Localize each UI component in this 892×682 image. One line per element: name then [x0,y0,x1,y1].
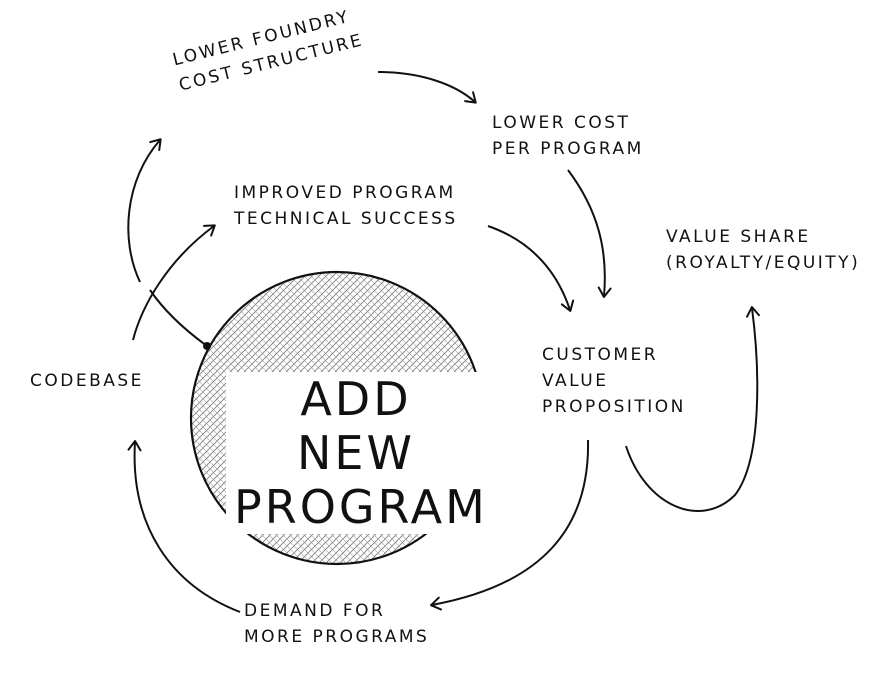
node-improved-line2: TECHNICAL SUCCESS [234,209,458,229]
arrow-improved-to-customer [487,225,575,312]
node-customer-value-line3: PROPOSITION [542,397,686,417]
node-customer-value-line2: VALUE [542,371,609,391]
arrow-customer-to-value-share [625,306,760,512]
node-codebase: CODEBASE [30,368,144,394]
node-value-share-line2: (ROYALTY/EQUITY) [666,253,861,273]
node-improved: IMPROVED PROGRAM TECHNICAL SUCCESS [234,180,458,232]
node-lower-cost-line2: PER PROGRAM [492,139,644,159]
node-value-share: VALUE SHARE (ROYALTY/EQUITY) [666,224,860,276]
center-title-line2: PROGRAM [226,480,496,534]
arrow-to-foundry [127,138,162,283]
node-customer-value: CUSTOMER VALUE PROPOSITION [542,342,686,420]
arrow-foundry-to-cost [377,71,477,104]
node-codebase-line1: CODEBASE [30,371,144,391]
center-title: ADD NEW PROGRAM [226,372,496,534]
node-value-share-line1: VALUE SHARE [666,227,811,247]
center-title-line1: ADD NEW [226,372,486,480]
node-lower-cost: LOWER COST PER PROGRAM [492,110,644,162]
arrow-customer-to-demand [430,439,590,611]
node-improved-line1: IMPROVED PROGRAM [234,183,456,203]
arrow-cost-to-customer [567,169,612,298]
connector-dot [203,342,211,350]
node-demand: DEMAND FOR MORE PROGRAMS [244,598,429,650]
node-lower-cost-line1: LOWER COST [492,113,631,133]
circle-connector [149,289,208,347]
arrow-demand-to-codebase [127,440,241,613]
arrow-codebase-to-improved [132,224,216,341]
node-demand-line1: DEMAND FOR [244,601,386,621]
node-customer-value-line1: CUSTOMER [542,345,659,365]
node-demand-line2: MORE PROGRAMS [244,627,430,647]
